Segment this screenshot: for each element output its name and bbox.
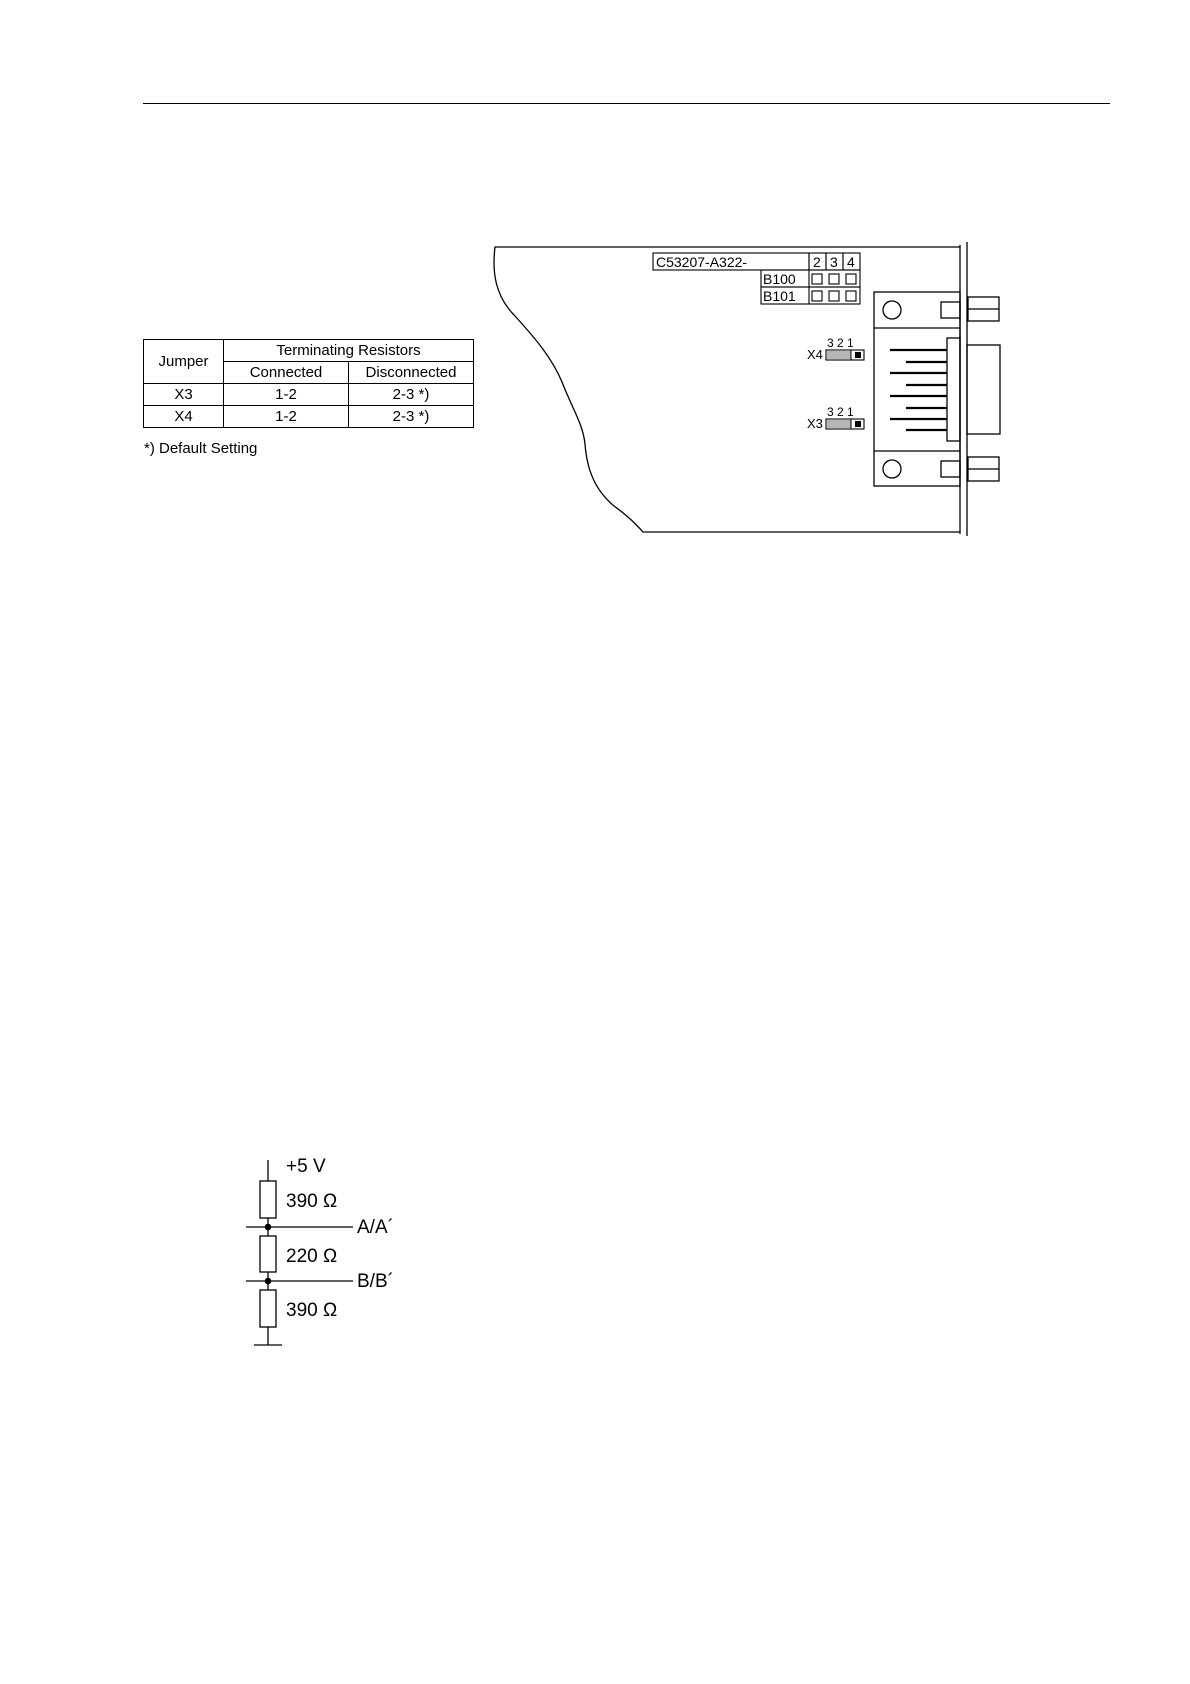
col-label-3: 3 (830, 254, 838, 270)
resistor-middle (260, 1236, 276, 1272)
jumper-x4-pins: 3 2 1 (827, 336, 854, 350)
r-mid-label: 220 Ω (286, 1246, 337, 1267)
part-number: C53207-A322- (656, 254, 747, 270)
r-bottom-label: 390 Ω (286, 1300, 337, 1321)
col-label-2: 2 (813, 254, 821, 270)
jumper-x3-pins: 3 2 1 (827, 405, 854, 419)
node-a-dot (265, 1224, 272, 1231)
jumper-x4 (826, 350, 864, 360)
resistor-top (260, 1181, 276, 1218)
board-outline (494, 242, 967, 536)
node-b-label: B/B´ (357, 1271, 394, 1292)
dsub-connector (874, 292, 1000, 486)
supply-label: +5 V (286, 1156, 326, 1177)
variant-b100: B100 (763, 271, 796, 287)
r-top-label: 390 Ω (286, 1191, 337, 1212)
col-label-4: 4 (847, 254, 855, 270)
resistor-bottom (260, 1290, 276, 1327)
node-a-label: A/A´ (357, 1217, 394, 1238)
jumper-x3 (826, 419, 864, 429)
jumper-x4-label: X4 (807, 347, 823, 362)
connector-pins (890, 350, 947, 430)
node-b-dot (265, 1278, 272, 1285)
variant-b101: B101 (763, 288, 796, 304)
jumper-x3-label: X3 (807, 416, 823, 431)
